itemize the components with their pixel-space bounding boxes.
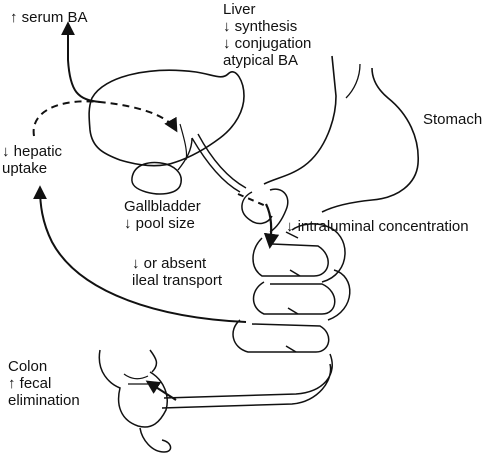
liver-atypical-ba: atypical BA — [223, 52, 299, 69]
ileal-transport-label: ↓ or absent ileal transport — [132, 255, 222, 289]
bile-flow-dashed — [237, 193, 267, 207]
hepatic-uptake-line2: uptake — [2, 160, 48, 177]
duodenum-outline — [241, 188, 289, 233]
serum-ba-label: ↑ serum BA — [10, 9, 88, 26]
liver-lobe-line — [179, 123, 188, 161]
appendix — [139, 427, 172, 453]
liver-conjugation: ↓ conjugation — [223, 35, 312, 52]
small-intestine — [232, 223, 351, 353]
stomach-outline — [263, 55, 419, 213]
ileal-transport-line2: ileal transport — [132, 272, 223, 289]
liver-label: Liver ↓ synthesis ↓ conjugation atypical… — [223, 1, 311, 69]
liver-synthesis: ↓ synthesis — [223, 18, 298, 35]
ileocecal-valve — [123, 373, 149, 385]
colon-title: Colon — [8, 358, 48, 375]
colon-label: Colon ↑ fecal elimination — [8, 358, 80, 409]
colon-entry-arrow — [145, 380, 177, 401]
intraluminal-arrow — [263, 203, 280, 250]
ileal-transport-line1: ↓ or absent — [132, 255, 207, 272]
bile-duct — [191, 133, 247, 193]
cystic-duct — [177, 137, 193, 171]
terminal-ileum — [161, 353, 333, 409]
esophagus — [345, 63, 361, 99]
gallbladder-pool-size: ↓ pool size — [124, 215, 195, 232]
colon-outline — [98, 349, 168, 428]
hepatic-uptake-label: ↓ hepatic uptake — [2, 143, 62, 177]
portal-return-arrow — [33, 185, 247, 323]
liver-title: Liver — [223, 1, 256, 18]
liver-outline — [88, 69, 245, 167]
gallbladder-outline — [131, 161, 182, 195]
colon-elimination: elimination — [8, 392, 80, 409]
stomach-label: Stomach — [423, 111, 483, 128]
gallbladder-title: Gallbladder — [124, 198, 201, 215]
gallbladder-label: Gallbladder ↓ pool size — [124, 198, 201, 232]
serum-ba-arrow — [61, 21, 101, 103]
hepatic-uptake-line1: ↓ hepatic — [2, 143, 63, 160]
intraluminal-label: ↓ intraluminal concentration — [286, 218, 469, 235]
colon-fecal: ↑ fecal — [8, 375, 52, 392]
hepatic-uptake-arrow-dashed — [32, 100, 178, 137]
